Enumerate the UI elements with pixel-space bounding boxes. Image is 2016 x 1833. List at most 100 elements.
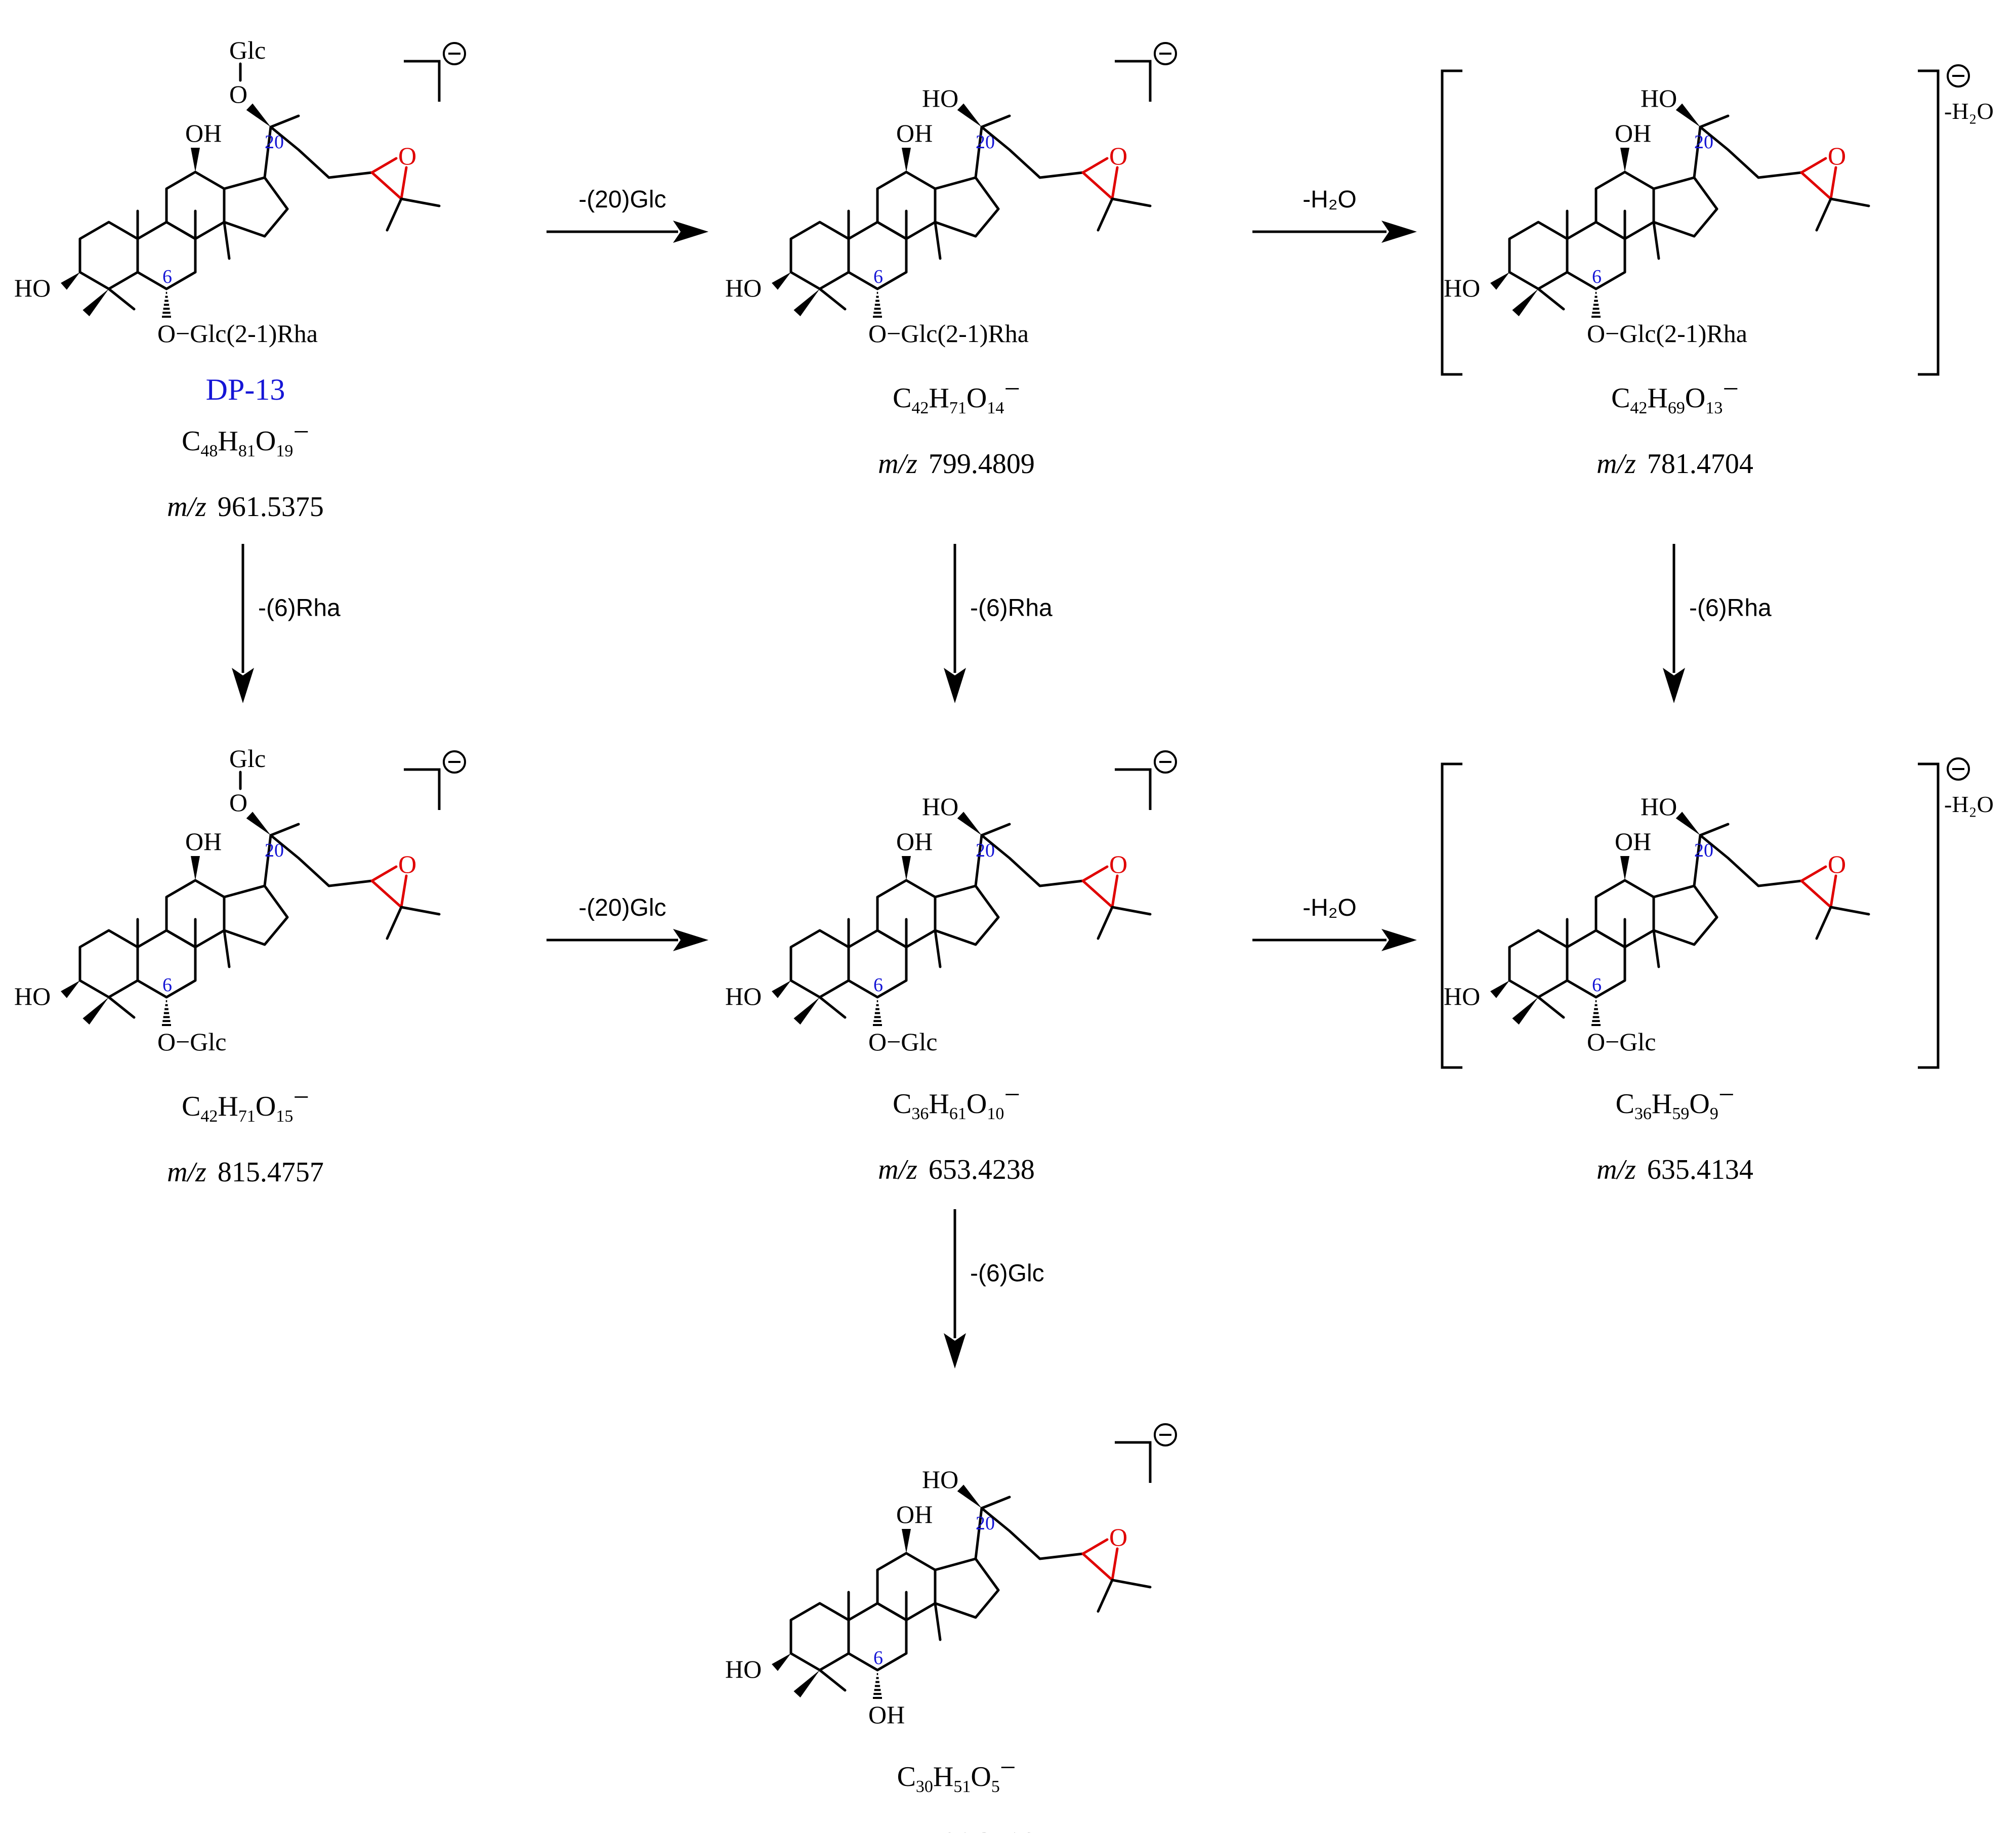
hashed-bond: [873, 291, 882, 318]
hashed-bond: [873, 1673, 882, 1699]
reaction-arrow-a1: -(20)Glc: [547, 186, 708, 243]
c3-hydroxyl: HO: [1444, 274, 1480, 302]
epoxide-oxygen: O: [1828, 850, 1846, 878]
wedge-bond: [793, 1670, 820, 1698]
wedge-bond: [1675, 812, 1700, 835]
c12-hydroxyl: OH: [896, 1500, 933, 1528]
c6-substituent: O−Glc(2-1)Rha: [157, 319, 318, 348]
c20-glucose: Glc: [229, 744, 266, 773]
c20-hydroxyl: HO: [1641, 792, 1677, 821]
position-6-label: 6: [873, 1647, 883, 1669]
c12-hydroxyl: OH: [185, 119, 222, 147]
c12-hydroxyl: OH: [1615, 119, 1651, 147]
hashed-bond: [873, 1000, 882, 1026]
anion-charge-icon: [443, 42, 466, 65]
wedge-bond: [772, 981, 791, 998]
wedge-bond: [902, 1529, 911, 1553]
arrowhead-icon: [673, 221, 708, 243]
c12-hydroxyl: OH: [185, 827, 222, 856]
arrowhead-icon: [1381, 221, 1417, 243]
c20-glucose: Glc: [229, 36, 266, 64]
epoxide-oxygen: O: [1109, 142, 1127, 170]
wedge-bond: [61, 981, 80, 998]
wedge-bond: [191, 856, 200, 880]
position-6-label: 6: [1592, 974, 1602, 996]
hashed-bond: [162, 1000, 171, 1026]
hashed-bond: [162, 291, 171, 318]
epoxide-oxygen: O: [398, 142, 416, 170]
wedge-bond: [902, 856, 911, 880]
minus-water-tag: -H₂O: [1944, 791, 1994, 817]
arrowhead-icon: [944, 1333, 966, 1369]
position-6-label: 6: [1592, 266, 1602, 287]
wedge-bond: [82, 997, 109, 1025]
arrow-label: -(20)Glc: [578, 894, 666, 921]
c6-substituent: O−Glc(2-1)Rha: [868, 319, 1029, 348]
reaction-arrow-a2: -H₂O: [1252, 186, 1417, 243]
wedge-bond: [772, 272, 791, 290]
wedge-bond: [1490, 981, 1509, 998]
c20-hydroxyl: HO: [922, 1465, 958, 1494]
molecular-formula: C36H59O9−: [1616, 1079, 1735, 1123]
c3-hydroxyl: HO: [725, 982, 762, 1010]
wedge-bond: [1490, 272, 1509, 290]
wedge-bond: [1620, 856, 1629, 880]
molecular-formula: C48H81O19−: [182, 416, 309, 460]
wedge-bond: [957, 103, 982, 127]
wedge-bond: [1620, 148, 1629, 172]
c3-hydroxyl: HO: [725, 1655, 762, 1683]
arrow-label: -(6)Rha: [258, 595, 341, 622]
arrow-label: -(6)Rha: [970, 595, 1053, 622]
wedge-bond: [1512, 289, 1538, 317]
c20-hydroxyl: HO: [1641, 84, 1677, 112]
epoxide-oxygen: O: [1109, 1523, 1127, 1551]
reaction-arrow-a3: -(6)Rha: [232, 544, 341, 703]
wedge-bond: [82, 289, 109, 317]
c20-oxygen: O: [229, 788, 247, 817]
epoxide-oxygen: O: [398, 850, 416, 878]
anion-charge-icon: [443, 750, 466, 774]
c6-substituent: O−Glc: [1587, 1028, 1656, 1056]
mass-to-charge: m/z491.3716: [878, 1827, 1035, 1833]
wedge-bond: [772, 1653, 791, 1671]
c20-oxygen: O: [229, 80, 247, 108]
wedge-bond: [902, 148, 911, 172]
position-6-label: 6: [162, 266, 172, 287]
wedge-bond: [793, 289, 820, 317]
reaction-arrow-a8: -(6)Glc: [944, 1209, 1044, 1369]
molecular-formula: C42H71O14−: [893, 373, 1020, 417]
c6-substituent: O−Glc: [868, 1028, 938, 1056]
arrow-label: -(20)Glc: [578, 186, 666, 213]
c3-hydroxyl: HO: [14, 982, 51, 1010]
square-bracket-pair: -H₂O: [1441, 757, 1994, 1069]
wedge-bond: [957, 1484, 982, 1508]
arrowhead-icon: [1663, 668, 1685, 703]
molecular-formula: C42H71O15−: [182, 1082, 309, 1126]
wedge-bond: [246, 812, 271, 835]
anion-charge-icon: [1154, 750, 1177, 774]
wedge-bond: [793, 997, 820, 1025]
position-6-label: 6: [873, 266, 883, 287]
anion-charge-icon: [1154, 1423, 1177, 1446]
hashed-bond: [1591, 291, 1601, 318]
position-6-label: 6: [162, 974, 172, 996]
reaction-arrow-a7: -H₂O: [1252, 894, 1417, 951]
anion-charge-icon: [1947, 64, 1970, 88]
c20-hydroxyl: HO: [922, 792, 958, 821]
molecular-formula: C30H51O5−: [897, 1752, 1016, 1796]
reaction-arrow-a4: -(6)Rha: [944, 544, 1053, 703]
arrow-label: -H₂O: [1303, 894, 1357, 921]
